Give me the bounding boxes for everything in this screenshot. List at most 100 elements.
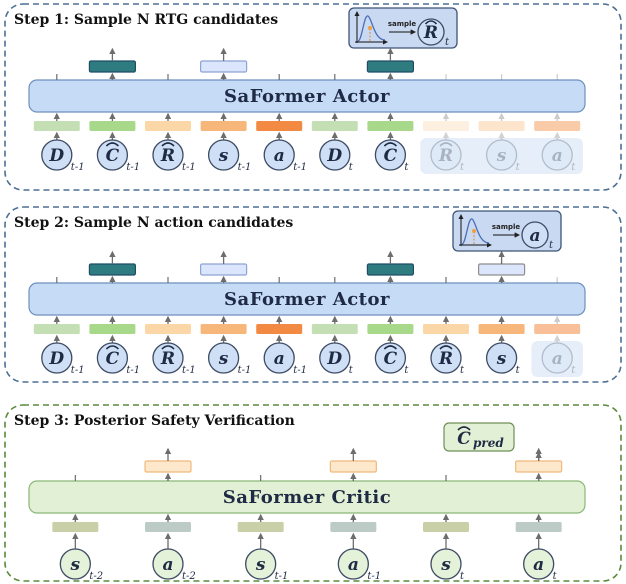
token-embedding xyxy=(423,324,469,334)
masked-token-region xyxy=(420,138,583,174)
token-s-t-1: s t-1 xyxy=(207,131,252,173)
token-embedding xyxy=(33,121,80,131)
model-label: SaFormer Critic xyxy=(223,487,391,508)
step-panel-1: Step 1: Sample N RTG candidatesSaFormer … xyxy=(4,3,622,191)
token-subscript: t-1 xyxy=(293,162,307,173)
token-symbol: a xyxy=(348,555,359,575)
token-a-t-1: at-1 xyxy=(337,532,381,582)
step-title: Step 1: Sample N RTG candidates xyxy=(14,12,278,28)
token-embedding xyxy=(200,324,247,334)
token-subscript: t-2 xyxy=(89,571,103,582)
token-subscript: t xyxy=(571,162,576,173)
output-prediction xyxy=(366,263,414,276)
output-prediction xyxy=(478,263,526,276)
token-d-t: Dt xyxy=(319,131,354,173)
token-embedding xyxy=(52,522,99,532)
token-node xyxy=(41,139,73,171)
token-embedding xyxy=(423,121,469,131)
sampled-token-subscript: t xyxy=(549,240,554,251)
token-s-t: st xyxy=(485,131,521,173)
token-node xyxy=(374,139,407,171)
token-s-t: st xyxy=(430,532,465,582)
token-node xyxy=(337,548,369,580)
token-symbol: R xyxy=(160,349,175,369)
token-s-t-1: st-1 xyxy=(207,334,252,376)
token-a-t: at xyxy=(523,532,558,582)
output-label-box xyxy=(443,422,515,452)
token-s-t-1: st-1 xyxy=(245,532,289,582)
token-symbol: s xyxy=(496,349,507,369)
step-frame xyxy=(4,404,622,582)
token-embedding xyxy=(534,121,581,131)
token-subscript: t-2 xyxy=(182,571,196,582)
token-r-t-1: Rt-1 xyxy=(152,131,196,173)
token-subscript: t xyxy=(460,162,465,173)
output-prediction xyxy=(515,460,563,473)
token-node xyxy=(430,139,462,171)
model-block xyxy=(28,79,586,113)
token-a-t-1: at-1 xyxy=(263,131,307,173)
token-symbol: s xyxy=(218,146,229,166)
token-a-t-2: a t-2 xyxy=(152,532,196,582)
token-node xyxy=(152,139,184,171)
token-node xyxy=(430,342,462,374)
token-symbol: D xyxy=(326,349,342,369)
token-a-t: at xyxy=(541,131,576,173)
token-node xyxy=(319,342,351,374)
token-node xyxy=(374,342,407,374)
model-label: SaFormer Actor xyxy=(224,289,390,310)
token-embedding xyxy=(367,121,414,131)
step-panel-2: Step 2: Sample N action candidatesSaForm… xyxy=(4,206,622,383)
token-c-t: Ct xyxy=(374,131,409,173)
token-symbol: s xyxy=(70,555,81,575)
token-embedding xyxy=(200,121,247,131)
hat-mark xyxy=(439,142,453,147)
token-node xyxy=(152,548,184,580)
model-block xyxy=(28,480,586,514)
token-node xyxy=(430,548,462,580)
sample-point xyxy=(368,26,372,30)
token-subscript: t-1 xyxy=(126,365,140,376)
token-embedding xyxy=(145,522,191,532)
sample-point xyxy=(472,229,476,233)
token-c-t: Ct xyxy=(374,334,409,376)
token-embedding xyxy=(311,121,358,131)
token-c-t-1: Ct-1 xyxy=(96,334,140,376)
model-label: SaFormer Actor xyxy=(224,86,390,107)
token-symbol: a xyxy=(552,146,563,166)
token-symbol: C xyxy=(106,146,120,166)
token-embedding xyxy=(311,324,358,334)
sampled-token-subscript: t xyxy=(445,37,450,48)
token-embedding xyxy=(89,324,136,334)
token-subscript: t-1 xyxy=(275,571,289,582)
token-symbol: s xyxy=(440,555,451,575)
token-embedding xyxy=(89,121,136,131)
token-subscript: t xyxy=(553,571,558,582)
distribution-curve xyxy=(461,218,490,245)
token-symbol: C xyxy=(384,349,398,369)
token-subscript: t-1 xyxy=(126,162,140,173)
output-prediction xyxy=(144,460,192,473)
token-node xyxy=(541,139,573,171)
token-node xyxy=(96,139,129,171)
token-subscript: t xyxy=(516,162,521,173)
token-d-t-1: Dt-1 xyxy=(41,131,85,173)
token-subscript: t xyxy=(404,365,409,376)
token-symbol: a xyxy=(533,555,544,575)
hat-mark xyxy=(105,142,119,147)
token-subscript: t-1 xyxy=(238,365,252,376)
token-embedding xyxy=(478,324,525,334)
token-node xyxy=(207,139,240,171)
token-node xyxy=(263,139,295,171)
sampled-token-node xyxy=(417,18,445,46)
token-embedding xyxy=(33,324,80,334)
token-symbol: a xyxy=(274,349,285,369)
token-symbol: a xyxy=(552,349,563,369)
token-node xyxy=(152,342,184,374)
token-embedding xyxy=(145,121,191,131)
token-subscript: t-1 xyxy=(238,162,252,173)
token-symbol: C xyxy=(106,349,120,369)
token-symbol: a xyxy=(162,555,173,575)
